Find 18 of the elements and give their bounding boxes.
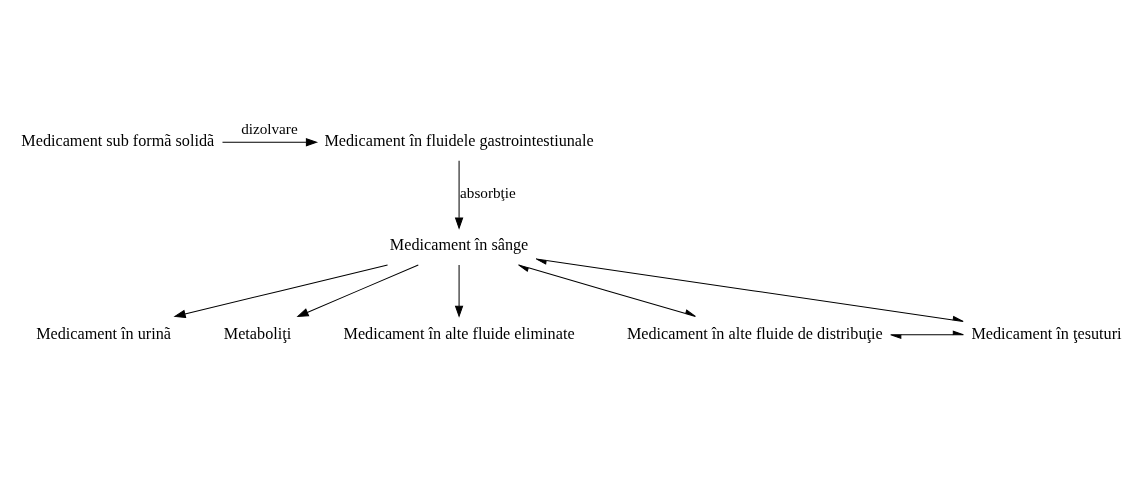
node-text: Medicament în sânge xyxy=(389,236,529,255)
edge-label: absorbţie xyxy=(460,183,516,201)
arrow xyxy=(221,138,319,147)
arrow xyxy=(518,264,696,317)
node-text: Medicament în ţesuturi xyxy=(971,324,1122,343)
node-text: Medicament în alte fluide de distribuţie xyxy=(626,324,883,343)
node-text: Metaboliţi xyxy=(223,324,292,343)
node-text: Medicament în fluidele gastrointestiunale xyxy=(324,132,594,151)
arrow xyxy=(454,264,464,318)
arrow xyxy=(535,258,964,322)
arrow xyxy=(173,264,389,319)
arrow xyxy=(454,160,464,230)
arrow xyxy=(296,264,419,318)
node-text: Medicament în urinã xyxy=(36,324,172,343)
node-text: Medicament în alte fluide eliminate xyxy=(343,324,575,343)
edge-label: dizolvare xyxy=(241,120,298,138)
arrow xyxy=(890,330,964,339)
node-text: Medicament sub formã solidã xyxy=(21,132,215,151)
